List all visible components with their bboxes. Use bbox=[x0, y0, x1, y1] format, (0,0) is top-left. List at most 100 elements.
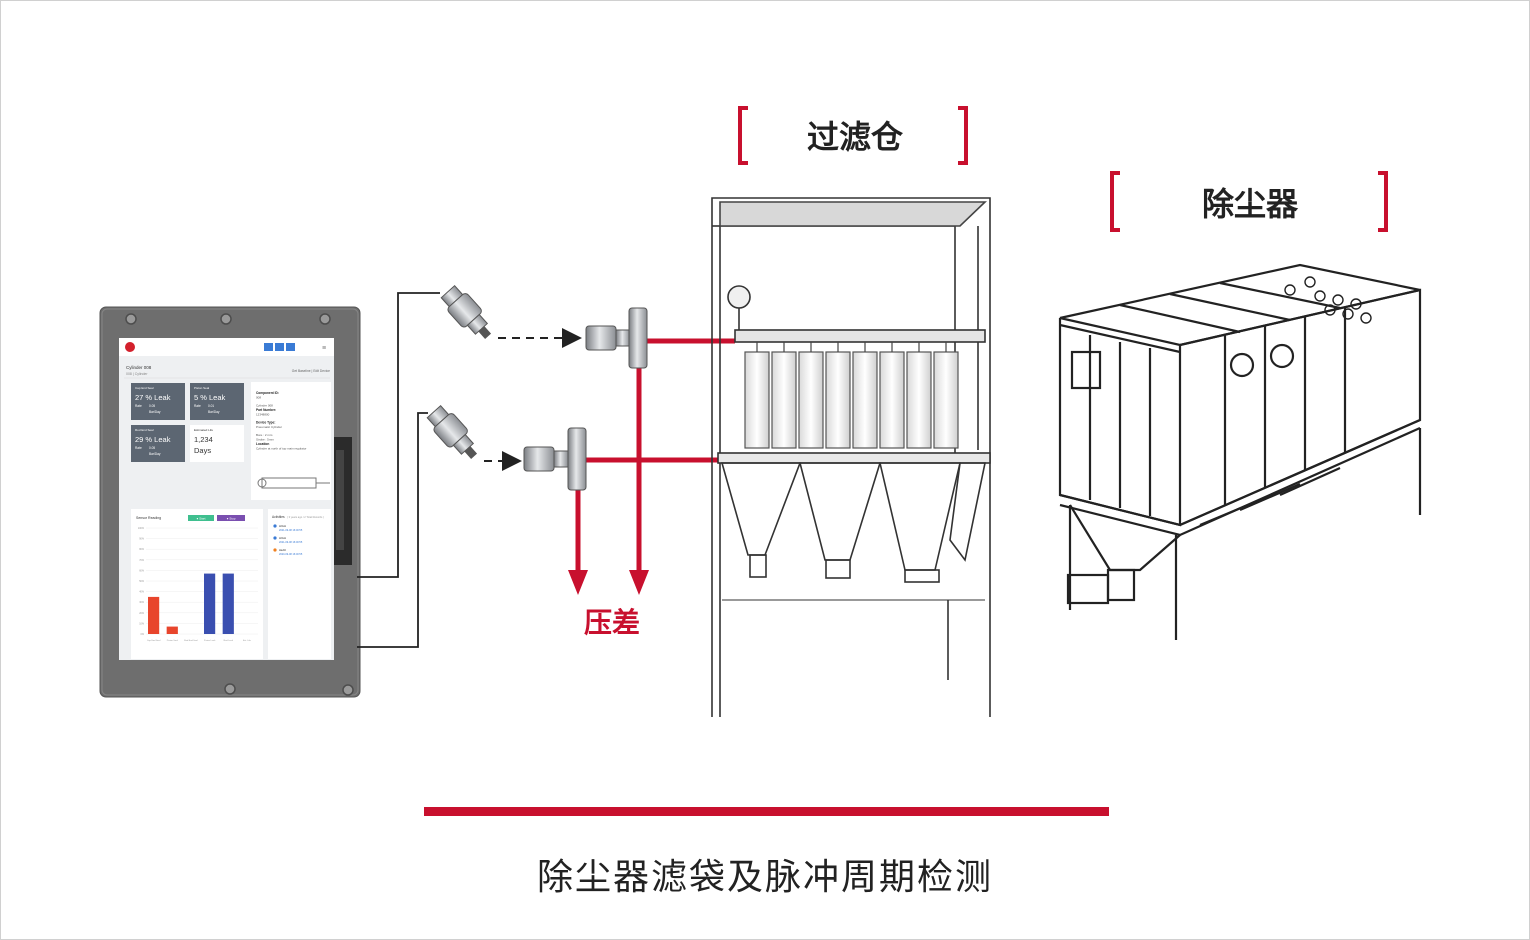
chart-y-tick: 90% bbox=[139, 538, 145, 541]
app-logo-icon bbox=[125, 342, 135, 352]
chart-y-tick: 100% bbox=[138, 527, 145, 530]
screen-nav-button-3[interactable] bbox=[286, 343, 295, 351]
caption-divider bbox=[424, 807, 1109, 816]
chart-x-label: Est. Life bbox=[243, 639, 252, 642]
tile-header: Piston Seal bbox=[194, 386, 210, 390]
chart-start-button[interactable] bbox=[188, 515, 214, 521]
activity-time[interactable]: 2021-09-08 16:00:55 bbox=[279, 529, 303, 532]
filter-bin-label: 过滤仓 bbox=[807, 118, 904, 156]
chart-x-label: Cap End Seal bbox=[147, 640, 161, 642]
tile-unit: Bar/Day bbox=[149, 452, 161, 456]
tile-value: 1,234 bbox=[194, 435, 213, 444]
menu-icon[interactable]: ≡ bbox=[322, 345, 326, 352]
dust-collector-label-group: 除尘器 bbox=[1110, 171, 1388, 232]
info-label: Part Number: bbox=[256, 408, 276, 412]
activity-time[interactable]: 2021-09-08 16:00:55 bbox=[279, 541, 303, 544]
info-value: 008 bbox=[256, 396, 261, 400]
tile-unit: Days bbox=[194, 446, 211, 455]
tile-value: 27 % Leak bbox=[135, 393, 171, 402]
info-card bbox=[251, 382, 331, 500]
bracket-right-icon bbox=[1378, 171, 1388, 232]
activity-title: LEAK bbox=[279, 548, 286, 552]
chart-y-tick: 40% bbox=[139, 591, 145, 594]
filter-bin-drawing bbox=[711, 197, 991, 717]
info-value: Bore : 2 mm bbox=[256, 433, 273, 437]
bracket-left-icon bbox=[1110, 171, 1120, 232]
screen-title: Cylinder 008 bbox=[126, 365, 152, 370]
tile-value: 5 % Leak bbox=[194, 393, 226, 402]
status-tile bbox=[190, 383, 244, 420]
info-value: Stroke : 5mm bbox=[256, 438, 274, 442]
chart-x-label: Piston Leak bbox=[204, 639, 216, 642]
chart-x-label: Rod End Seal bbox=[184, 640, 198, 642]
info-label: Device Type: bbox=[256, 421, 275, 425]
sensor-chart-card bbox=[131, 509, 263, 659]
activity-dot-icon bbox=[273, 524, 277, 528]
pressure-sensor-upper bbox=[440, 284, 492, 339]
tile-rate-label: Rate bbox=[135, 446, 142, 450]
activity-dot-icon bbox=[273, 536, 277, 540]
chart-start-label: ● Start bbox=[197, 517, 206, 521]
chart-stop-button[interactable] bbox=[217, 515, 245, 521]
chart-bar bbox=[222, 573, 234, 634]
tile-rate-label: Rate bbox=[194, 404, 201, 408]
chart-y-tick: 30% bbox=[139, 601, 145, 604]
info-label: Location bbox=[256, 442, 269, 446]
chart-y-tick: 60% bbox=[139, 569, 145, 572]
status-tile bbox=[131, 425, 185, 462]
tile-header: Rod End Seal bbox=[135, 428, 154, 432]
chart-y-tick: 80% bbox=[139, 548, 145, 551]
activities-card bbox=[268, 509, 331, 659]
chart-stop-label: ● Stop bbox=[227, 517, 236, 521]
chart-y-tick: 70% bbox=[139, 559, 145, 562]
activity-dot-icon bbox=[273, 548, 277, 552]
bracket-right-icon bbox=[958, 106, 968, 165]
tablet-screws bbox=[125, 313, 354, 696]
pressure-arrow-right bbox=[629, 570, 649, 595]
tee-fitting-upper bbox=[585, 307, 648, 369]
tile-value: 29 % Leak bbox=[135, 435, 171, 444]
chart-y-tick: 10% bbox=[139, 622, 145, 625]
tile-unit: Bar/Day bbox=[149, 410, 161, 414]
sensor-chart-title: Sensor Reading bbox=[136, 516, 161, 520]
info-value: 12348800 bbox=[256, 413, 270, 417]
chart-bar bbox=[166, 626, 178, 634]
sensor-bar-chart: 100%90%80%70%60%50%40%30%20%10%0%Cap End… bbox=[138, 527, 258, 642]
screen-nav-button-1[interactable] bbox=[264, 343, 273, 351]
activity-title: HIGH bbox=[279, 536, 286, 540]
activity-time[interactable]: 2020-09-08 16:00:55 bbox=[279, 553, 303, 556]
tile-header: Cap End Seal bbox=[135, 386, 154, 390]
tile-unit: Bar/Day bbox=[208, 410, 220, 414]
info-label: Component ID: bbox=[256, 391, 279, 395]
chart-bar bbox=[204, 573, 216, 634]
filter-bin-label-group: 过滤仓 bbox=[738, 106, 968, 165]
dust-collector-label: 除尘器 bbox=[1202, 185, 1299, 223]
chart-y-tick: 50% bbox=[139, 580, 145, 583]
tile-rate-value: 0.01 bbox=[208, 404, 214, 408]
figure-caption: 除尘器滤袋及脉冲周期检测 bbox=[536, 857, 993, 898]
chart-bar bbox=[148, 596, 160, 634]
cylinder-drawing-icon bbox=[257, 477, 330, 489]
tee-fitting-lower bbox=[523, 427, 587, 491]
screen-nav-button-2[interactable] bbox=[275, 343, 284, 351]
dust-collector-drawing bbox=[1058, 263, 1422, 640]
tile-rate-value: 0.05 bbox=[149, 446, 155, 450]
info-value: Cylinder at north of top main regulator bbox=[256, 447, 306, 451]
pressure-sensor-lower bbox=[426, 404, 478, 459]
status-tile bbox=[190, 425, 244, 462]
chart-x-label: Piston Seal bbox=[167, 639, 179, 642]
chart-x-label: Rod Leak bbox=[224, 640, 234, 642]
sensor-cables bbox=[357, 292, 440, 648]
status-tile bbox=[131, 383, 185, 420]
pressure-diff-label: 压差 bbox=[584, 606, 640, 639]
activities-title: Activities bbox=[272, 515, 285, 519]
screen-toolbar-right[interactable]: Get Baseline | Edit Device bbox=[292, 369, 330, 373]
activities-subtitle: ( 3 years ago / 2 Total Records ) bbox=[287, 515, 324, 519]
tile-rate-value: 0.05 bbox=[149, 404, 155, 408]
info-value: Pneumatic Cylinder bbox=[256, 425, 282, 429]
pressure-arrow-left bbox=[568, 570, 588, 595]
chart-y-tick: 0% bbox=[141, 633, 145, 636]
screen-breadcrumb: 008 | Cylinder bbox=[126, 372, 148, 376]
